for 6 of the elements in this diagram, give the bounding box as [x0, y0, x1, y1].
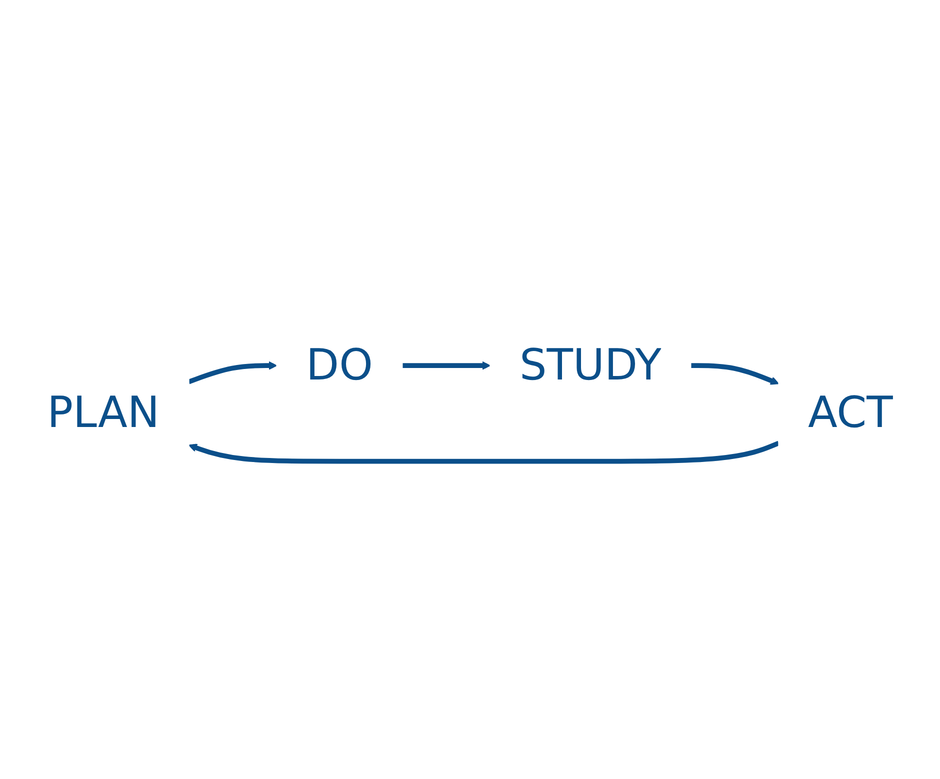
arrow [690, 362, 780, 384]
arrow [188, 440, 780, 464]
arrow [402, 360, 491, 370]
arrow [188, 360, 278, 384]
node-text: DO [306, 340, 373, 390]
node-text: PLAN [47, 388, 160, 438]
